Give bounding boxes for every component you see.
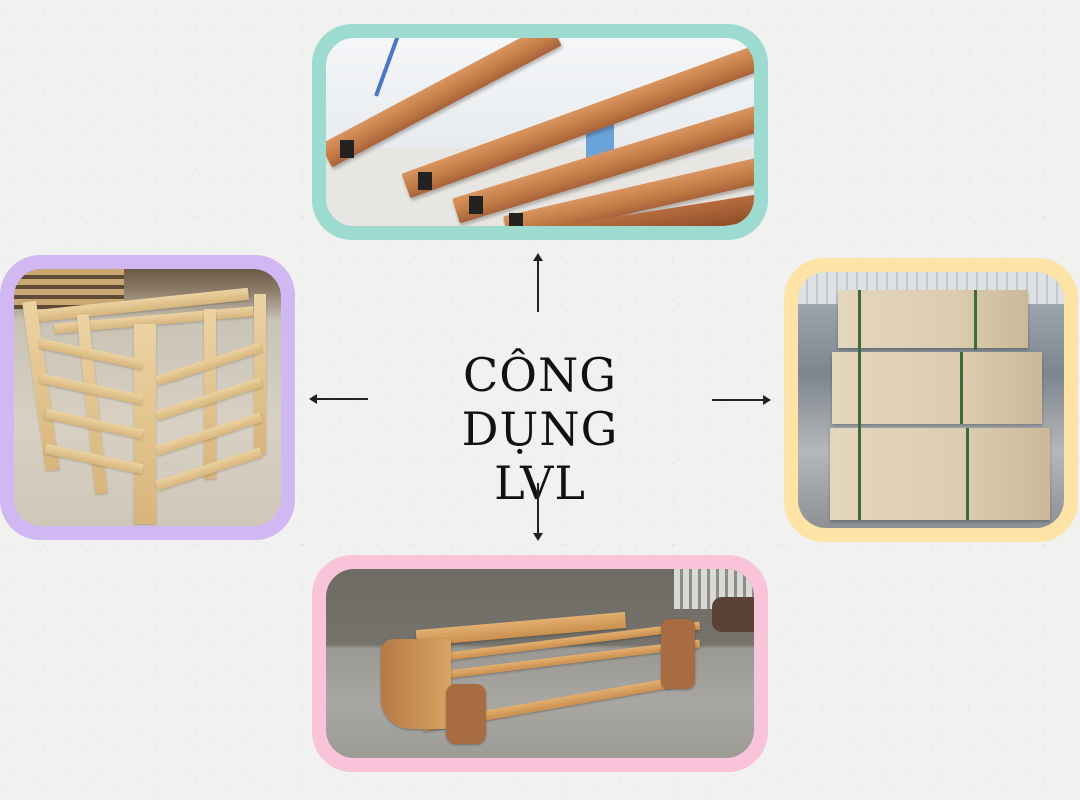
lvl-stacks-photo [798,272,1064,528]
roof-beams-photo [326,38,754,226]
sofa-frame-photo [326,569,754,758]
center-title: CÔNG DỤNG LVL [380,348,700,510]
wooden-crate-frame [0,255,295,540]
sofa-frame-frame [312,555,768,772]
lvl-stacks-frame [784,258,1078,542]
title-line-1: CÔNG DỤNG [461,348,619,456]
wooden-crate-photo [14,269,281,526]
roof-beams-frame [312,24,768,240]
title-line-2: LVL [494,456,586,510]
